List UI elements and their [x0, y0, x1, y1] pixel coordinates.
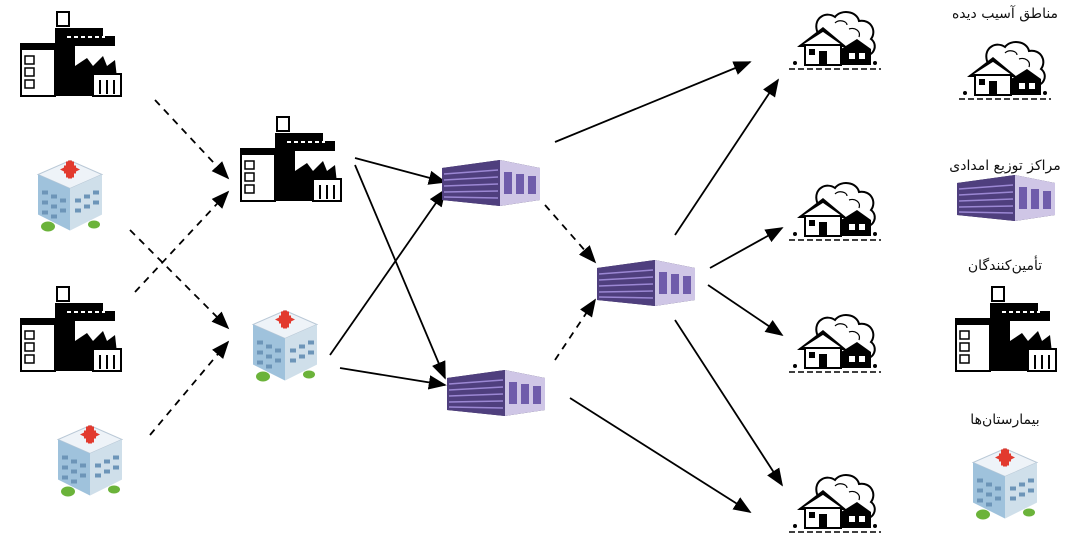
legend-relief-centers-warehouse-icon	[956, 174, 1056, 222]
legend-label-relief-centers: مراکز توزیع امدادی	[949, 158, 1061, 174]
node-center-3-warehouse-icon	[596, 259, 696, 307]
node-hospital-2-hospital-icon	[57, 425, 123, 497]
edge-hospital-hub-to-center-1	[329, 188, 447, 356]
edge-supplier-hub-to-center-2	[354, 164, 446, 380]
node-area-1-house-icon	[788, 11, 882, 71]
edge-center-1-to-center-3	[544, 204, 597, 264]
edge-center-2-to-area-4	[569, 397, 752, 513]
node-area-4-house-icon	[788, 474, 882, 533]
legend-label-suppliers: تأمین‌کنندگان	[967, 258, 1043, 274]
edges-layer	[129, 61, 784, 513]
legend-suppliers-factory-icon	[955, 286, 1057, 372]
edge-center-2-to-center-3	[554, 298, 596, 361]
node-supplier-2-factory-icon	[20, 286, 122, 372]
node-supplier-1-factory-icon	[20, 11, 122, 97]
edge-supplier-1-to-supplier-hub	[154, 99, 230, 180]
node-hospital-hub-hospital-icon	[252, 310, 318, 382]
node-area-3-house-icon	[788, 314, 882, 373]
edge-center-3-to-area-1	[674, 78, 779, 236]
edge-supplier-hub-to-center-1	[354, 157, 447, 185]
edge-center-3-to-area-4	[674, 319, 783, 487]
edge-center-3-to-area-3	[707, 284, 784, 337]
edge-supplier-2-to-supplier-hub	[134, 190, 230, 293]
legend-label-affected-areas: مناطق آسیب دیده	[951, 6, 1059, 22]
edge-center-1-to-area-1	[554, 61, 752, 143]
node-center-2-warehouse-icon	[446, 369, 546, 417]
node-hospital-1-hospital-icon	[37, 160, 103, 232]
edge-center-3-to-area-2	[709, 227, 784, 269]
legend-hospitals-hospital-icon	[972, 448, 1038, 520]
edge-hospital-2-to-hospital-hub	[149, 340, 230, 436]
node-supplier-hub-factory-icon	[240, 116, 342, 202]
nodes-layer	[20, 11, 882, 533]
node-area-2-house-icon	[788, 182, 882, 241]
legend-affected-areas-house-icon	[958, 41, 1052, 100]
node-center-1-warehouse-icon	[441, 159, 541, 207]
legend-label-hospitals: بیمارستان‌ها	[970, 412, 1040, 428]
legend-icons	[955, 41, 1057, 520]
edge-hospital-hub-to-center-2	[339, 367, 447, 390]
edge-hospital-1-to-hospital-hub	[129, 229, 230, 330]
